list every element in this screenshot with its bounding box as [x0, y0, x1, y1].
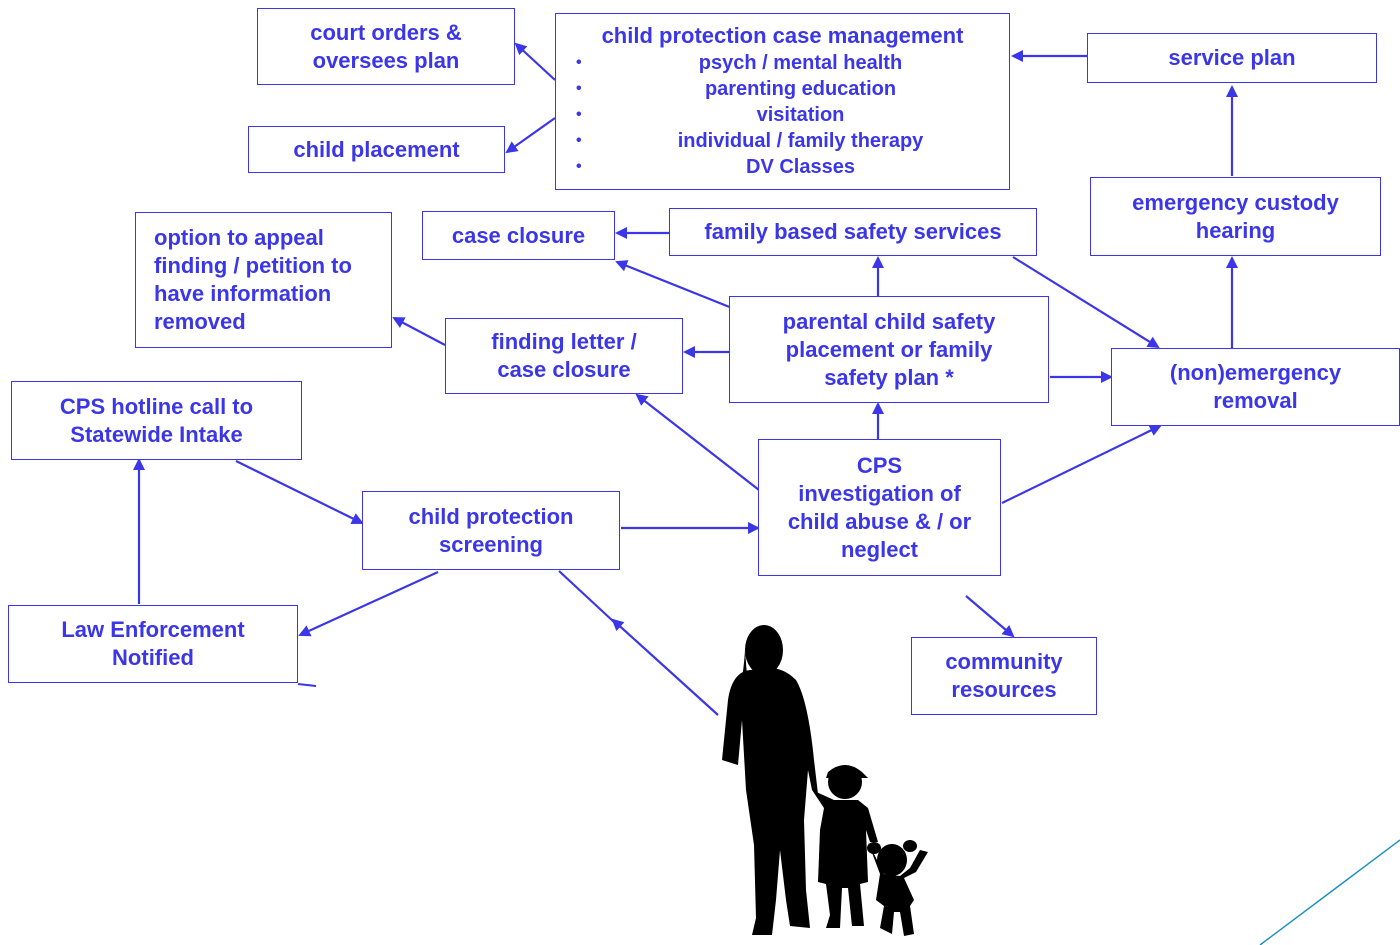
family-silhouette-icon: [722, 625, 928, 936]
child-placement-box: child placement: [248, 126, 505, 173]
list-item: DV Classes: [574, 154, 991, 180]
arrow-cpcm-to-placement: [505, 117, 556, 154]
case-closure-box: case closure: [422, 211, 615, 260]
community-resources-box: community resources: [911, 637, 1097, 715]
arrow-investigation-to-finding: [635, 393, 760, 491]
parental-placement-box: parental child safety placement or famil…: [729, 296, 1049, 403]
case-management-list: psych / mental health parenting educatio…: [574, 50, 991, 180]
list-item: visitation: [574, 102, 991, 128]
nonemergency-removal-box: (non)emergency removal: [1111, 348, 1400, 426]
law-enforcement-box: Law Enforcement Notified: [8, 605, 298, 683]
line-screening-to-family: [558, 570, 615, 623]
screening-box: child protection screening: [362, 491, 620, 570]
corner-decoration-line: [1259, 839, 1400, 945]
list-item: psych / mental health: [574, 50, 991, 76]
hotline-box: CPS hotline call to Statewide Intake: [11, 381, 302, 460]
emergency-custody-box: emergency custody hearing: [1090, 177, 1381, 256]
arrow-fbss-to-removal: [1012, 256, 1160, 349]
arrow-finding-to-appeal: [392, 317, 446, 346]
arrow-parental-to-closure: [615, 260, 733, 310]
investigation-box: CPS investigation of child abuse & / or …: [758, 439, 1001, 576]
list-item: individual / family therapy: [574, 128, 991, 154]
arrow-cpcm-to-court: [514, 42, 556, 81]
arrow-screening-to-law: [298, 570, 439, 637]
arrow-family-to-screening: [611, 618, 719, 716]
list-item: parenting education: [574, 76, 991, 102]
box-underline-fragment: [297, 683, 317, 687]
service-plan-box: service plan: [1087, 33, 1377, 83]
finding-letter-box: finding letter / case closure: [445, 318, 683, 394]
family-safety-services-box: family based safety services: [669, 208, 1037, 256]
court-orders-box: court orders & oversees plan: [257, 8, 515, 85]
appeal-box: option to appeal finding / petition to h…: [135, 212, 392, 348]
case-management-title: child protection case management: [601, 23, 964, 48]
arrow-investigation-to-community: [965, 595, 1015, 638]
arrow-investigation-to-removal: [1001, 424, 1162, 504]
case-management-box: child protection case management psych /…: [555, 13, 1010, 190]
arrow-hotline-to-screening: [235, 460, 364, 524]
